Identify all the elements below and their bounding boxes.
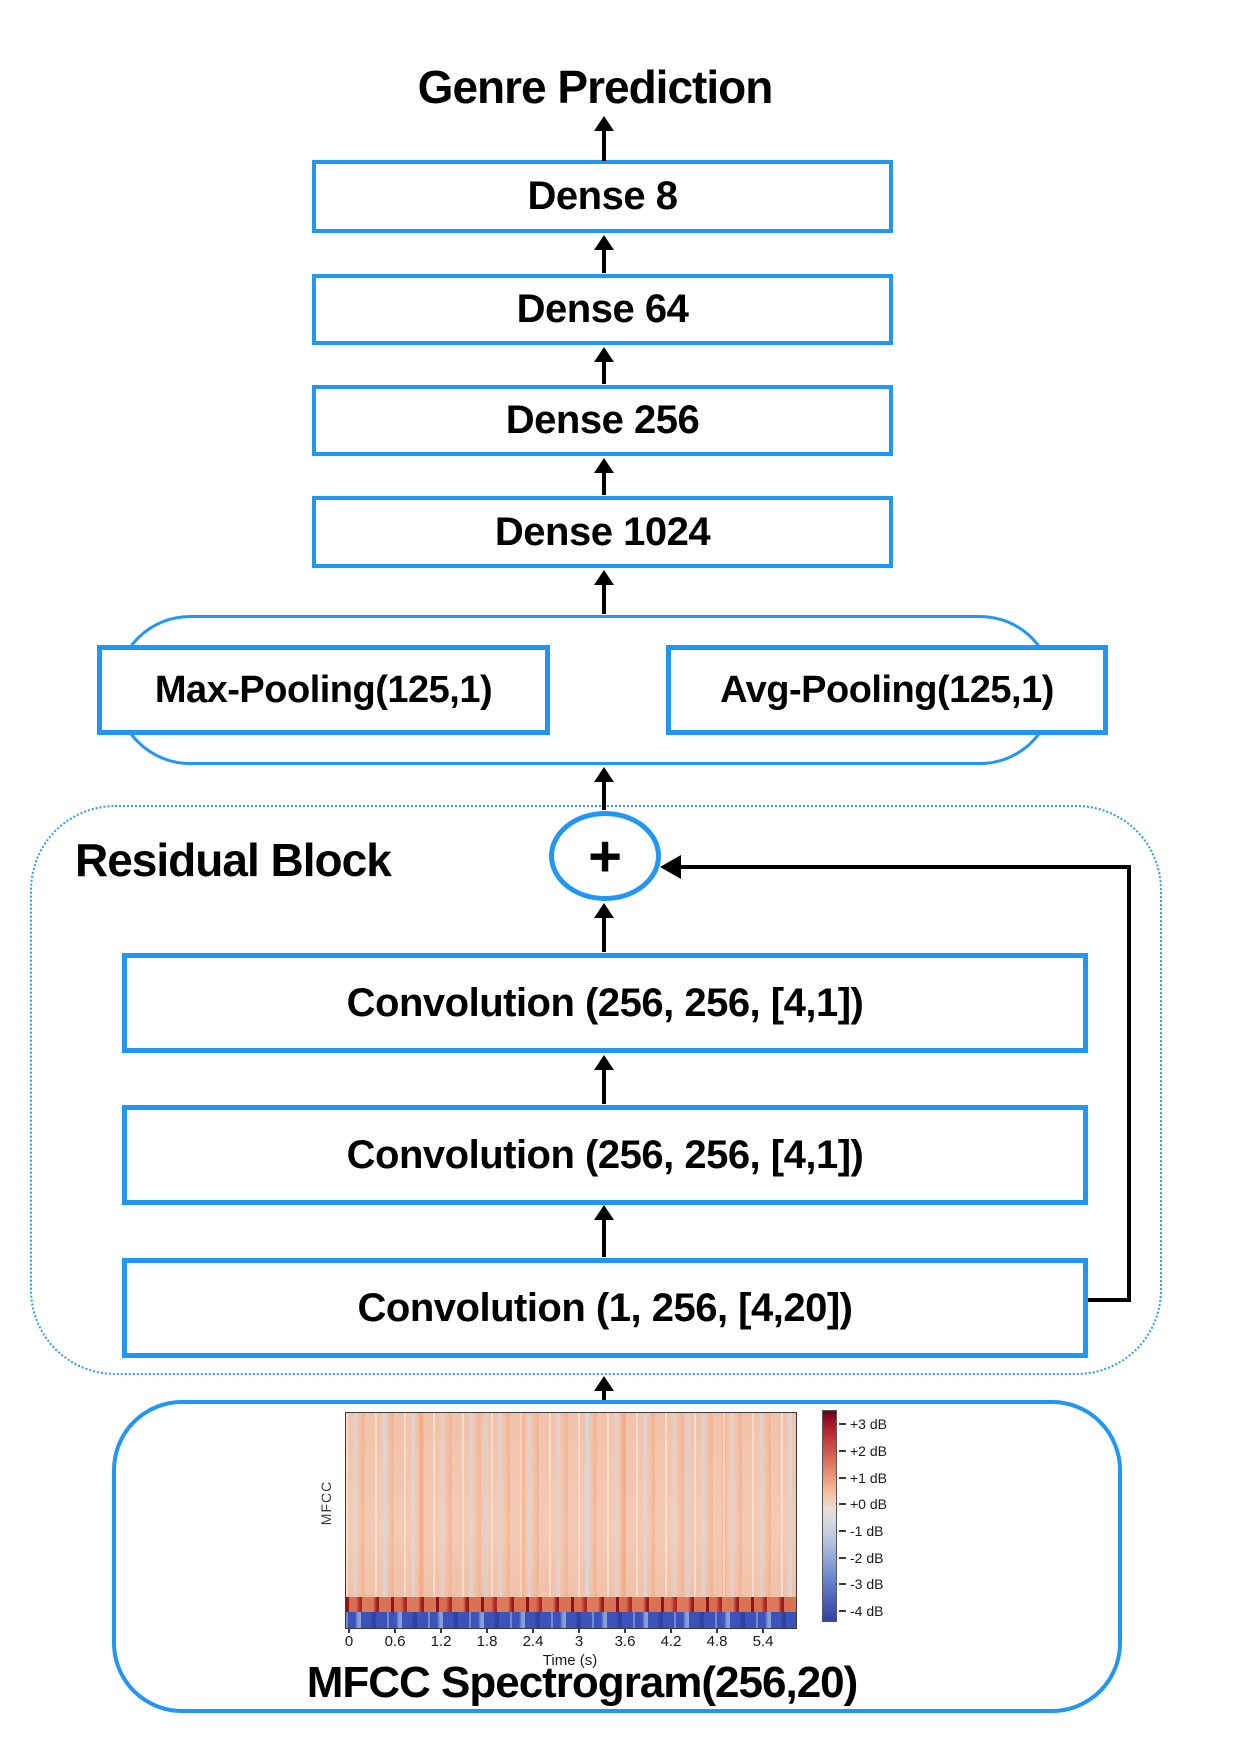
x-tick-label: 2.4 — [522, 1633, 544, 1650]
x-tick-label: 1.8 — [476, 1633, 498, 1650]
conv-1-box: Convolution (1, 256, [4,20]) — [122, 1258, 1088, 1358]
x-tick-label: 3.6 — [614, 1633, 636, 1650]
dense-64-label: Dense 64 — [516, 287, 689, 331]
colorbar-tick-label: +3 dB — [850, 1416, 887, 1432]
arrow-up-icon — [593, 235, 615, 273]
avg-pooling-label: Avg-Pooling(125,1) — [720, 668, 1054, 711]
arrowhead-icon — [594, 116, 614, 131]
colorbar-tick-label: -3 dB — [850, 1576, 884, 1592]
colorbar-tick-mark — [839, 1610, 846, 1612]
colorbar-tick-mark — [839, 1477, 846, 1479]
arrow-up-icon — [593, 458, 615, 495]
x-tick-label: 4.8 — [706, 1633, 728, 1650]
conv-1-label: Convolution (1, 256, [4,20]) — [357, 1285, 853, 1330]
x-tick-mark — [762, 1628, 764, 1633]
x-tick-mark — [670, 1628, 672, 1633]
x-tick-label: 3 — [574, 1633, 584, 1650]
colorbar-tick-label: +0 dB — [850, 1496, 887, 1512]
x-tick-mark — [532, 1628, 534, 1633]
colorbar-tick-mark — [839, 1503, 846, 1505]
x-tick-mark — [348, 1628, 350, 1633]
colorbar-tick-mark — [839, 1530, 846, 1532]
dense-1024-label: Dense 1024 — [494, 509, 711, 554]
input-label: MFCC Spectrogram(256,20) — [306, 1658, 859, 1707]
x-tick-mark — [624, 1628, 626, 1633]
arrow-up-icon — [593, 903, 615, 952]
arrow-up-icon — [593, 1055, 615, 1104]
spectrogram-x-axis-label: Time (s) — [542, 1652, 598, 1669]
max-pooling-label: Max-Pooling(125,1) — [154, 668, 493, 711]
colorbar-tick-mark — [839, 1423, 846, 1425]
x-tick-mark — [394, 1628, 396, 1633]
arrow-up-icon — [593, 116, 615, 161]
x-tick-mark — [486, 1628, 488, 1633]
dense-64-box: Dense 64 — [312, 274, 893, 345]
spectrogram-blue-band — [346, 1612, 796, 1628]
mfcc-spectrogram-image — [345, 1412, 797, 1629]
colorbar-tick-mark — [839, 1557, 846, 1559]
conv-3-box: Convolution (256, 256, [4,1]) — [122, 953, 1088, 1053]
dense-1024-box: Dense 1024 — [312, 496, 893, 568]
residual-block-title: Residual Block — [75, 834, 392, 886]
skip-connection-top-segment — [679, 865, 1131, 869]
residual-block-container — [30, 805, 1162, 1375]
x-tick-label: 0 — [344, 1633, 354, 1650]
arrow-up-icon — [593, 1376, 615, 1400]
dense-256-box: Dense 256 — [312, 385, 893, 456]
colorbar-tick-mark — [839, 1450, 846, 1452]
x-tick-mark — [578, 1628, 580, 1633]
x-tick-mark — [440, 1628, 442, 1633]
colorbar-tick-label: +1 dB — [850, 1470, 887, 1486]
plus-icon: + — [588, 823, 622, 889]
conv-3-label: Convolution (256, 256, [4,1]) — [346, 980, 864, 1025]
skip-connection-vertical-segment — [1127, 865, 1131, 1302]
spectrogram-red-band — [346, 1597, 796, 1612]
x-tick-label: 1.2 — [430, 1633, 452, 1650]
conv-2-label: Convolution (256, 256, [4,1]) — [346, 1132, 864, 1177]
arrow-up-icon — [593, 767, 615, 810]
max-pooling-box: Max-Pooling(125,1) — [97, 645, 550, 735]
genre-prediction-title: Genre Prediction — [417, 61, 774, 113]
x-tick-label: 5.4 — [752, 1633, 774, 1650]
arrow-up-icon — [593, 347, 615, 384]
skip-connection-bottom-segment — [1088, 1298, 1131, 1302]
conv-2-box: Convolution (256, 256, [4,1]) — [122, 1105, 1088, 1205]
colorbar-tick-mark — [839, 1583, 846, 1585]
x-tick-label: 4.2 — [660, 1633, 682, 1650]
dense-256-label: Dense 256 — [505, 398, 700, 442]
avg-pooling-box: Avg-Pooling(125,1) — [666, 645, 1108, 735]
colorbar-tick-label: -4 dB — [850, 1603, 884, 1619]
dense-8-box: Dense 8 — [312, 160, 893, 233]
spectrogram-y-axis-label: MFCC — [318, 1480, 334, 1526]
add-node: + — [549, 811, 661, 901]
arrow-up-icon — [593, 1205, 615, 1257]
arrow-up-icon — [593, 570, 615, 614]
colorbar — [822, 1410, 837, 1622]
x-tick-label: 0.6 — [384, 1633, 406, 1650]
skip-arrowhead-icon — [660, 855, 681, 879]
x-tick-mark — [716, 1628, 718, 1633]
colorbar-tick-label: -1 dB — [850, 1523, 884, 1539]
dense-8-label: Dense 8 — [527, 174, 678, 218]
colorbar-tick-label: +2 dB — [850, 1443, 887, 1459]
colorbar-tick-label: -2 dB — [850, 1550, 884, 1566]
